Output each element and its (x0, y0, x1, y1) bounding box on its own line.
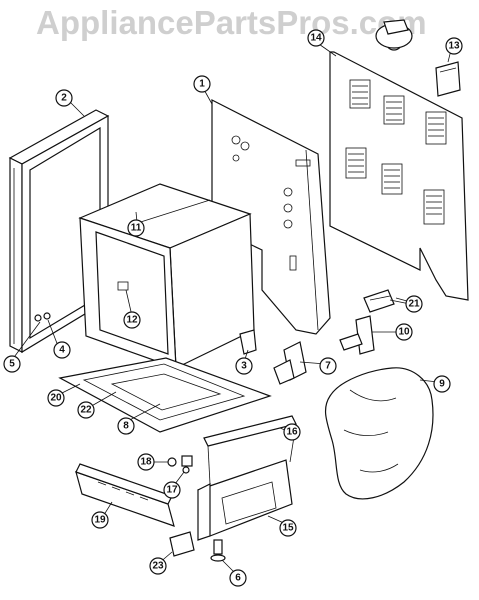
callout-15: 15 (279, 519, 297, 537)
callout-number: 13 (448, 41, 460, 52)
callout-circle (405, 295, 423, 313)
callout-20: 20 (47, 389, 65, 407)
callout-3: 3 (235, 357, 253, 375)
part-clip-17 (181, 455, 193, 474)
callout-circle (149, 557, 167, 575)
callout-number: 11 (131, 223, 142, 234)
callout-8: 8 (117, 417, 135, 435)
part-drawer-bracket (197, 415, 297, 541)
callout-circle (137, 453, 155, 471)
callout-circle (47, 389, 65, 407)
callout-number: 5 (9, 359, 15, 370)
callout-number: 2 (61, 93, 67, 104)
callout-circle (193, 75, 211, 93)
callout-circle (395, 323, 413, 341)
callout-number: 9 (439, 379, 445, 390)
callout-17: 17 (163, 481, 181, 499)
part-screws (34, 312, 51, 322)
callout-number: 22 (80, 405, 92, 416)
part-oven-cavity (78, 183, 255, 369)
callout-22: 22 (77, 401, 95, 419)
part-clip-18 (167, 457, 177, 467)
callout-16: 16 (283, 423, 301, 441)
callout-circle (319, 357, 337, 375)
callout-number: 7 (325, 361, 331, 372)
part-leveling-leg (210, 539, 226, 562)
callout-6: 6 (229, 569, 247, 587)
part-hinge-21 (363, 289, 395, 313)
callout-2: 2 (55, 89, 73, 107)
callout-10: 10 (395, 323, 413, 341)
callout-number: 10 (398, 327, 410, 338)
part-hinge-receptacle (273, 341, 307, 385)
callout-number: 17 (166, 485, 178, 496)
callout-number: 18 (140, 457, 152, 468)
callout-14: 14 (307, 29, 325, 47)
callout-number: 1 (199, 79, 205, 90)
callout-21: 21 (405, 295, 423, 313)
callout-circle (279, 519, 297, 537)
callout-circle (163, 481, 181, 499)
callout-number: 21 (408, 299, 420, 310)
part-24-badge (375, 19, 413, 49)
part-small-cover (435, 61, 461, 97)
callout-circle (127, 219, 145, 237)
callout-number: 8 (123, 421, 129, 432)
callout-number: 3 (241, 361, 247, 372)
callout-12: 12 (123, 311, 141, 329)
callout-circle (433, 375, 451, 393)
callout-1: 1 (193, 75, 211, 93)
callout-circle (307, 29, 325, 47)
callout-circle (229, 569, 247, 587)
callout-19: 19 (91, 511, 109, 529)
callout-number: 16 (286, 427, 298, 438)
callout-23: 23 (149, 557, 167, 575)
callout-circle (53, 341, 71, 359)
part-bracket-3 (239, 329, 257, 355)
callout-circle (55, 89, 73, 107)
callout-11: 11 (127, 219, 145, 237)
callout-circle (123, 311, 141, 329)
part-back-panel (329, 51, 469, 301)
part-insulation (324, 367, 434, 500)
callout-18: 18 (137, 453, 155, 471)
callout-circle (235, 357, 253, 375)
part-kick-plate (75, 463, 175, 527)
callout-circle (3, 355, 21, 373)
callout-5: 5 (3, 355, 21, 373)
watermark-logo: AppliancePartsPros.com (36, 4, 427, 41)
callout-4: 4 (53, 341, 71, 359)
callout-circle (77, 401, 95, 419)
callout-number: 15 (282, 523, 294, 534)
callout-circle (445, 37, 463, 55)
callout-number: 12 (126, 315, 138, 326)
callout-number: 14 (310, 33, 322, 44)
callout-13: 13 (445, 37, 463, 55)
callout-circle (91, 511, 109, 529)
part-hinge-10 (339, 315, 375, 355)
callout-circle (117, 417, 135, 435)
callout-9: 9 (433, 375, 451, 393)
callout-number: 23 (152, 561, 164, 572)
callout-number: 19 (94, 515, 106, 526)
part-bottom-tray (58, 357, 272, 433)
callout-number: 6 (235, 573, 241, 584)
callout-number: 20 (50, 393, 62, 404)
callout-number: 4 (59, 345, 65, 356)
callout-circle (283, 423, 301, 441)
part-block-23 (169, 531, 195, 557)
callout-7: 7 (319, 357, 337, 375)
